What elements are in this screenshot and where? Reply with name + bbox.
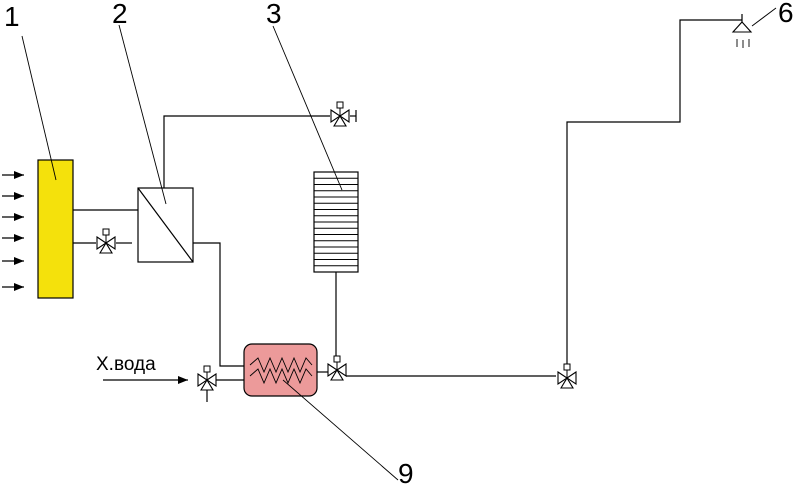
label-6: 6 bbox=[778, 0, 794, 28]
label-9: 9 bbox=[398, 458, 414, 486]
inlet-arrows bbox=[2, 171, 24, 291]
water-heater-unit bbox=[243, 343, 318, 397]
cold-water-label: Х.вода bbox=[96, 354, 156, 375]
top-line-valve[interactable] bbox=[330, 101, 350, 127]
riser-valve[interactable] bbox=[557, 363, 577, 389]
leader-lines bbox=[21, 7, 777, 481]
cold-water-valve[interactable] bbox=[197, 365, 217, 391]
label-1: 1 bbox=[4, 1, 20, 32]
label-3: 3 bbox=[266, 0, 282, 29]
collector-unit bbox=[37, 159, 74, 299]
coil-storage-unit bbox=[313, 171, 359, 273]
mixing-valve[interactable] bbox=[327, 355, 347, 381]
shower-head-icon bbox=[731, 14, 753, 48]
label-2: 2 bbox=[112, 0, 128, 29]
collector-bypass-valve[interactable] bbox=[96, 228, 116, 254]
heat-exchanger-unit bbox=[137, 187, 194, 263]
piping bbox=[73, 19, 742, 402]
